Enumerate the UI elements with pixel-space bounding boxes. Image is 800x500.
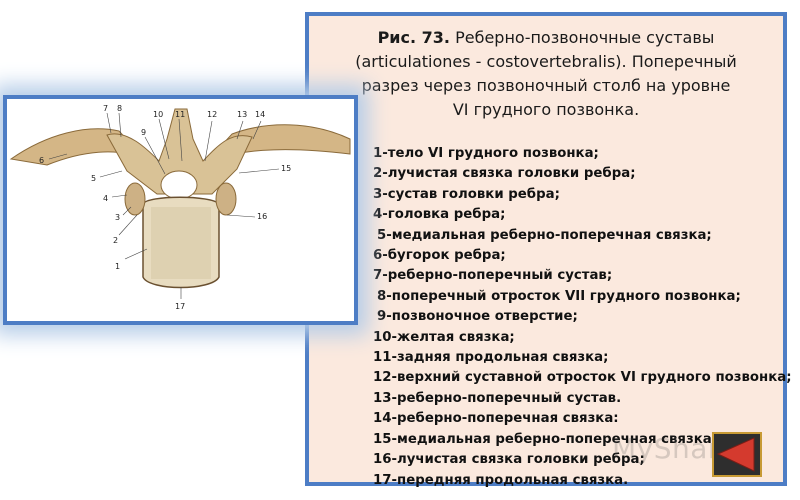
legend-item: 7-реберно-поперечный сустав; <box>373 268 613 284</box>
legend-item: 4-головка ребра; <box>373 207 506 223</box>
title-line-2: (articulationes - costovertebralis). Поп… <box>355 52 737 71</box>
title-line-1: Реберно-позвоночные суставы <box>455 28 715 47</box>
figure-label: 1 <box>115 262 120 271</box>
figure-label: 17 <box>175 302 185 311</box>
left-arrow-icon <box>716 437 755 472</box>
figure-label: 3 <box>115 213 120 222</box>
figure-label: 16 <box>257 212 267 221</box>
legend-item: 16-лучистая связка головки ребра; <box>373 452 645 468</box>
legend-item: 5-медиальная реберно-поперечная связка; <box>377 227 712 243</box>
legend-item: 17-передняя продольная связка. <box>373 472 629 488</box>
vertebra-illustration: 1 2 3 4 5 6 7 8 9 10 11 12 13 14 15 16 1… <box>3 95 358 325</box>
figure-label: 15 <box>281 164 291 173</box>
legend-item: 15-медиальная реберно-поперечная связка; <box>373 431 718 447</box>
title-line-3: разрез через позвоночный столб на уровне <box>361 76 731 95</box>
figure-label: 12 <box>207 110 217 119</box>
vertebra-drawing: 1 2 3 4 5 6 7 8 9 10 11 12 13 14 15 16 1… <box>9 104 351 311</box>
legend-list: 1-тело VI грудного позвонка; 2-лучистая … <box>373 144 792 491</box>
figure-label: 2 <box>113 236 118 245</box>
figure-label: 8 <box>117 104 122 113</box>
figure-title: Рис. 73. Реберно-позвоночные суставы (ar… <box>309 26 783 122</box>
figure-label: 7 <box>103 104 108 113</box>
legend-item: 10-желтая связка; <box>373 329 515 345</box>
legend-item: 3-сустав головки ребра; <box>373 186 560 202</box>
legend-item: 14-реберно-поперечная связка: <box>373 411 619 427</box>
figure-label: 10 <box>153 110 163 119</box>
figure-number: Рис. 73. <box>377 28 450 47</box>
legend-item: 12-верхний суставной отросток VI грудног… <box>373 370 792 386</box>
figure-label: 11 <box>175 110 185 119</box>
legend-item: 9-позвоночное отверстие; <box>377 309 578 325</box>
figure-label: 9 <box>141 128 146 137</box>
back-button[interactable] <box>712 432 762 477</box>
figure-label: 4 <box>103 194 108 203</box>
legend-item: 8-поперечный отросток VII грудного позво… <box>377 288 741 304</box>
legend-item: 11-задняя продольная связка; <box>373 350 609 366</box>
description-card: Рис. 73. Реберно-позвоночные суставы (ar… <box>305 12 792 488</box>
legend-item: 6-бугорок ребра; <box>373 248 506 264</box>
figure-label: 13 <box>237 110 247 119</box>
legend-item: 13-реберно-поперечный сустав. <box>373 390 622 406</box>
legend-item: 1-тело VI грудного позвонка; <box>373 146 599 161</box>
title-line-4: VI грудного позвонка <box>452 100 635 119</box>
figure-label: 5 <box>91 174 96 183</box>
legend-item: 2-лучистая связка головки ребра; <box>373 166 636 182</box>
figure-label: 14 <box>255 110 265 119</box>
figure-label: 6 <box>39 156 44 165</box>
